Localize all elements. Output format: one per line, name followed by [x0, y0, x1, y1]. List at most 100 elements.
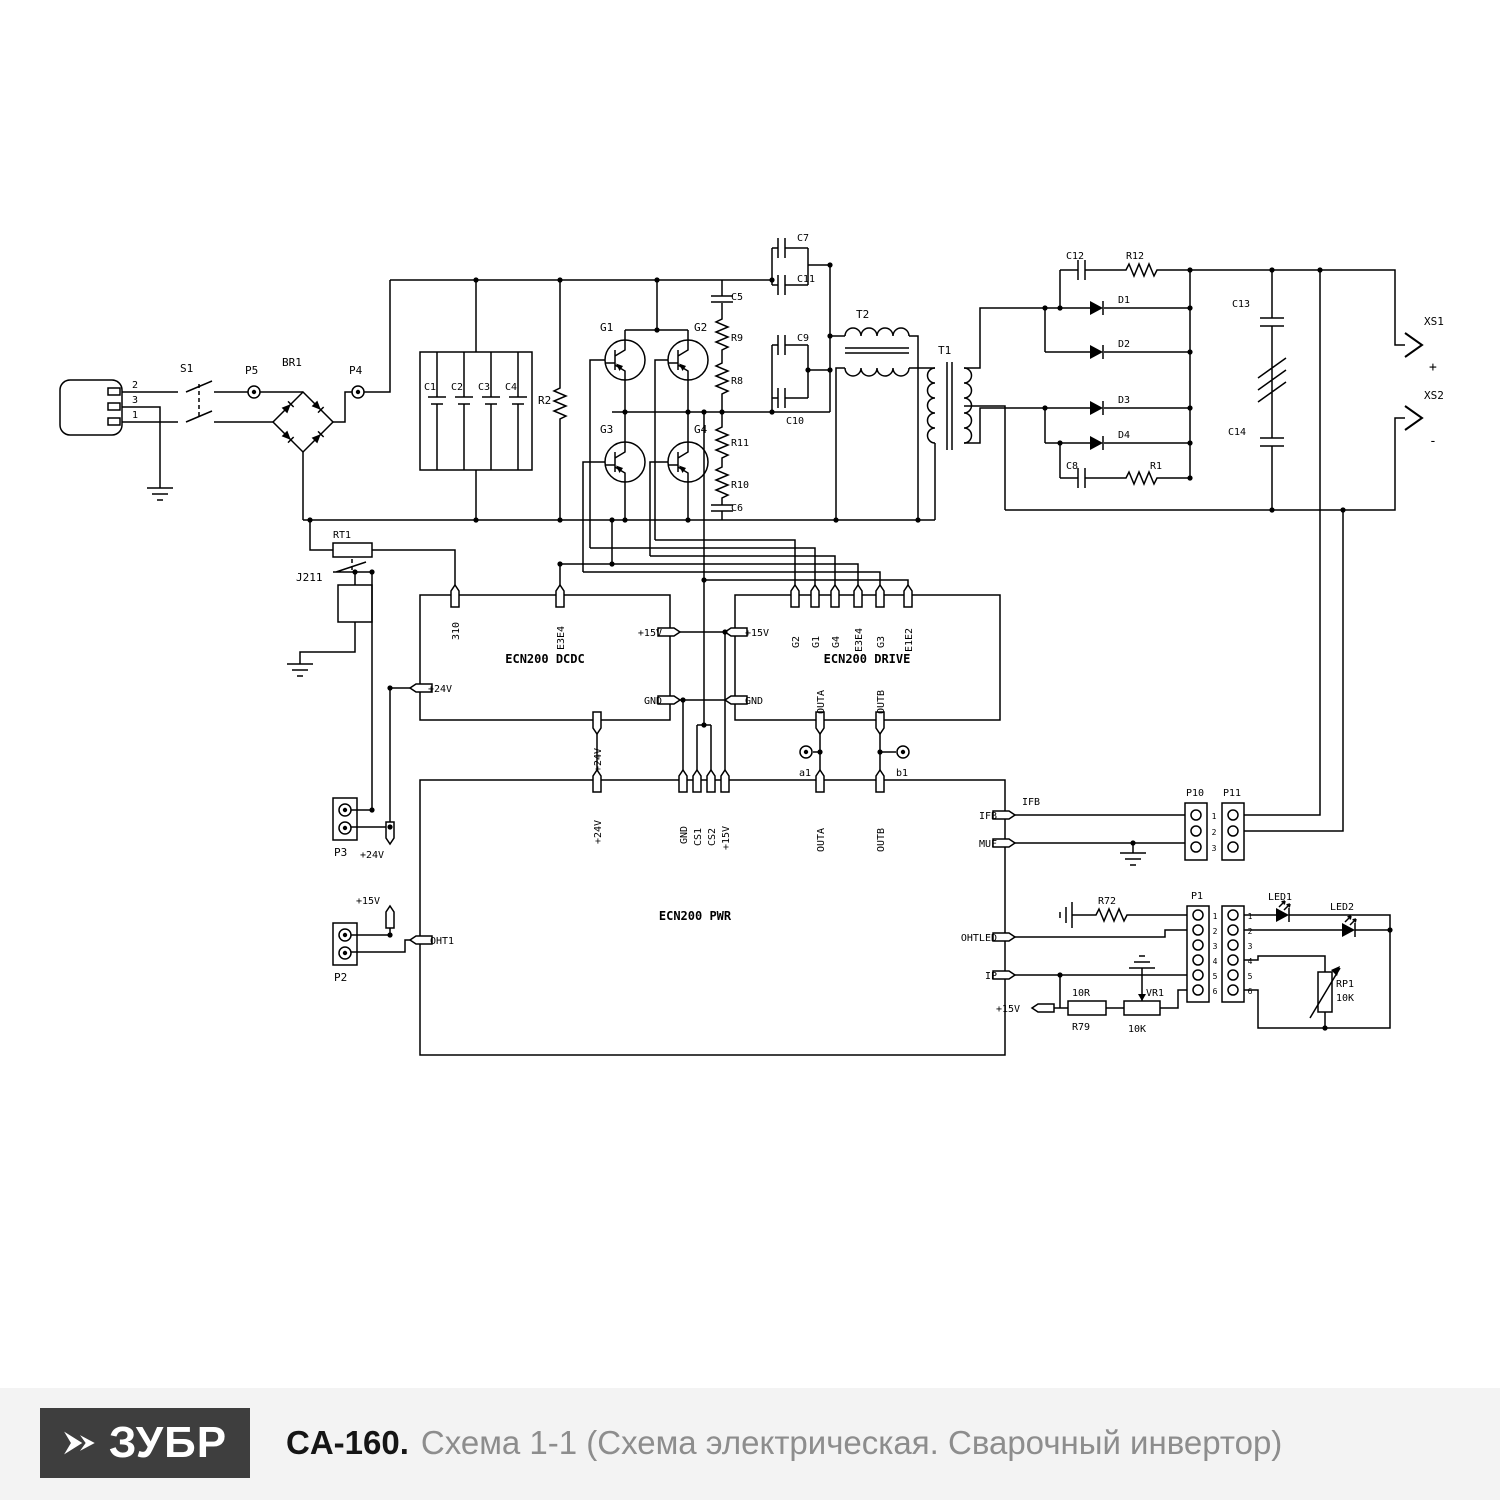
p3-pin: [338, 803, 352, 817]
drive-pin-g2: G2: [791, 636, 802, 648]
resistor-r8: [715, 359, 729, 398]
resistor-r9: [715, 315, 729, 354]
g4-label: G4: [694, 423, 708, 436]
diode-d4: [1089, 435, 1104, 451]
drive-pin-outa: OUTA: [816, 690, 827, 714]
drive-pin-g1: G1: [811, 636, 822, 648]
pwr-pin-gnd: GND: [679, 826, 690, 844]
dcdc-name: ECN200 DCDC: [505, 652, 584, 666]
p10-pin-number: 3: [1212, 844, 1217, 853]
igbt-g4: [667, 441, 709, 483]
pwr-pin-ohtled: OHTLED: [961, 933, 997, 944]
p1-pin-number: 5: [1213, 972, 1218, 981]
p1-mate-pin-number: 6: [1248, 987, 1253, 996]
resistor-r10: [715, 463, 729, 502]
xs2-chevron-icon: [1404, 405, 1424, 431]
pwr-pin-outa: OUTA: [816, 828, 827, 852]
resistor-r79: [1067, 1000, 1107, 1016]
g3-label: G3: [600, 423, 613, 436]
connector-p11: [1221, 802, 1245, 861]
pwr-pin-ifb: IFB: [979, 811, 997, 822]
p1-pin-number: 2: [1213, 927, 1218, 936]
capacitor-bank: [419, 351, 533, 471]
diode-d2: [1089, 344, 1104, 360]
plug-pin1-label: 1: [132, 410, 138, 421]
block-ecn200-drive: [734, 594, 1001, 721]
v15-bottom-net-label: +15V: [996, 1004, 1020, 1015]
dcdc-pin-15v: +15V: [638, 628, 662, 639]
p1-mate-pin-number: 2: [1248, 927, 1253, 936]
p1-label: P1: [1191, 891, 1203, 902]
drive-pin-15v: +15V: [745, 628, 769, 639]
dcdc-pin-24v-left: +24V: [428, 684, 452, 695]
wires-bus: [303, 279, 935, 521]
block-ecn200-dcdc: [419, 594, 671, 721]
switch-links: [198, 384, 353, 570]
zubr-logo-text: ЗУБР: [108, 1418, 228, 1467]
trimmer-vr1: [1123, 1000, 1161, 1016]
t2-label: T2: [856, 308, 869, 321]
diode-d1: [1089, 300, 1104, 316]
ground-icon: [146, 477, 174, 501]
r72-label: R72: [1098, 896, 1116, 907]
terminal-p4: [351, 385, 365, 399]
cap-c5: [710, 295, 734, 303]
c3-label: C3: [478, 382, 490, 393]
zubr-arrow-icon: [64, 1431, 95, 1455]
pwr-pin-ip: IP: [985, 971, 997, 982]
p10-pin-number: 2: [1212, 828, 1217, 837]
pwr-pin-outb: OUTB: [876, 828, 887, 852]
c12-label: C12: [1066, 251, 1084, 262]
j211-label: J211: [296, 571, 323, 584]
b1-label: b1: [896, 768, 908, 779]
igbt-g3: [604, 441, 646, 483]
r8-label: R8: [731, 376, 743, 387]
led2-symbol: [1342, 916, 1356, 937]
c6-label: C6: [731, 503, 743, 514]
cap-c10: [777, 387, 786, 409]
wires-rectifier: [964, 269, 1191, 510]
drive-pin-e1e2: E1E2: [904, 628, 915, 652]
g1-label: G1: [600, 321, 613, 334]
connector-p1-mate: [1221, 905, 1245, 1003]
plug-pin2-label: 2: [132, 380, 138, 391]
p1-pin-number: 4: [1213, 957, 1218, 966]
br1-label: BR1: [282, 356, 302, 369]
vr1-label: VR1: [1146, 988, 1164, 999]
drive-pin-e3e4: E3E4: [854, 628, 865, 652]
wires-output: [1005, 269, 1405, 832]
wires-t2: [835, 335, 936, 520]
relay-j211: [337, 584, 373, 623]
r79-label: R79: [1072, 1022, 1090, 1033]
wires-divider: [771, 247, 845, 412]
cap-c8: [1077, 467, 1086, 489]
cap-c11: [777, 274, 786, 296]
r11-label: R11: [731, 438, 749, 449]
ground-icon: [1119, 842, 1147, 866]
drive-pin-outb: OUTB: [876, 690, 887, 714]
rp1-label: RP1: [1336, 979, 1354, 990]
cap-c12: [1077, 259, 1086, 281]
cap-c7: [777, 237, 786, 259]
bridge-rectifier: [271, 390, 335, 454]
r9-label: R9: [731, 333, 743, 344]
p1-mate-pin-number: 5: [1248, 972, 1253, 981]
pwr-name: ECN200 PWR: [659, 909, 732, 923]
resistor-r11: [715, 423, 729, 462]
igbt-g2: [667, 339, 709, 381]
rt1-label: RT1: [333, 530, 351, 541]
p2-pin: [338, 946, 352, 960]
d4-label: D4: [1118, 430, 1130, 441]
diode-d3: [1089, 400, 1104, 416]
p1-mate-pin-number: 1: [1248, 912, 1253, 921]
r12-label: R12: [1126, 251, 1144, 262]
d1-label: D1: [1118, 295, 1130, 306]
resistor-r2: [553, 384, 567, 423]
thermistor-rt1: [332, 542, 373, 558]
footer: ЗУБР CA-160. Схема 1-1 (Схема электричес…: [0, 1388, 1500, 1500]
c4-label: C4: [505, 382, 517, 393]
resistor-r1: [1122, 471, 1161, 485]
terminal-p5: [247, 385, 261, 399]
potentiometer-rp1: [1317, 971, 1333, 1013]
pwr-pin-15v: +15V: [721, 826, 732, 850]
